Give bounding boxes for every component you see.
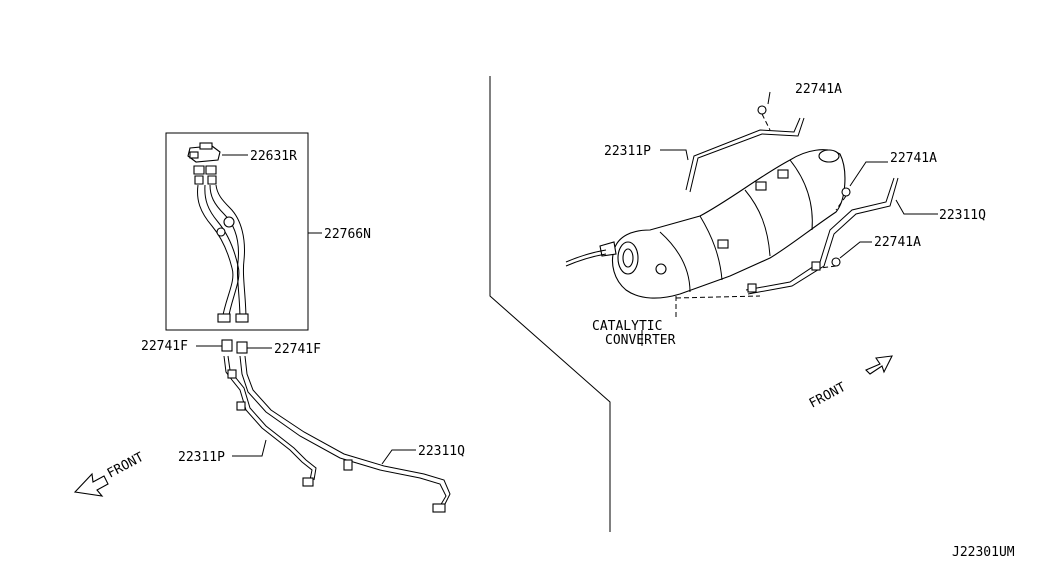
label-22631R: 22631R (250, 149, 297, 164)
diagram-id: J22301UM (952, 545, 1015, 560)
label-22311P-right: 22311P (604, 144, 651, 159)
pressure-sensor (187, 142, 221, 185)
view-divider (489, 76, 611, 532)
label-22311Q-left: 22311Q (418, 444, 465, 459)
label-catalytic: CATALYTIC (592, 319, 662, 334)
clamp-right-part (236, 341, 248, 354)
label-22741F-left: 22741F (141, 339, 188, 354)
left-view: 22631R 22766N 22741F 22741F 22311P 22311… (73, 132, 465, 513)
clamp-left-part (221, 339, 233, 352)
label-22741A-mid: 22741A (890, 151, 937, 166)
hose-assembly-box (165, 132, 309, 331)
dash-5 (675, 295, 761, 299)
label-22311P-left: 22311P (178, 450, 225, 465)
front-label-right: FRONT (807, 380, 849, 412)
label-22311Q-right: 22311Q (939, 208, 986, 223)
front-label-left: FRONT (105, 450, 147, 482)
label-22741F-right: 22741F (274, 342, 321, 357)
label-22741A-top: 22741A (795, 82, 842, 97)
catalytic-converter (565, 149, 846, 299)
label-22766N: 22766N (324, 227, 371, 242)
front-arrow-left: FRONT (73, 450, 147, 497)
label-22741A-bottom: 22741A (874, 235, 921, 250)
right-view: 22741A 22311P 22741A 22311Q 22741A CATAL… (565, 82, 986, 412)
label-converter: CONVERTER (605, 333, 676, 348)
dash-2 (835, 195, 847, 211)
tubes (223, 355, 451, 513)
dash-1 (761, 113, 771, 131)
hoses (197, 184, 249, 323)
dash-3 (819, 265, 837, 269)
front-arrow-right: FRONT (807, 355, 893, 412)
